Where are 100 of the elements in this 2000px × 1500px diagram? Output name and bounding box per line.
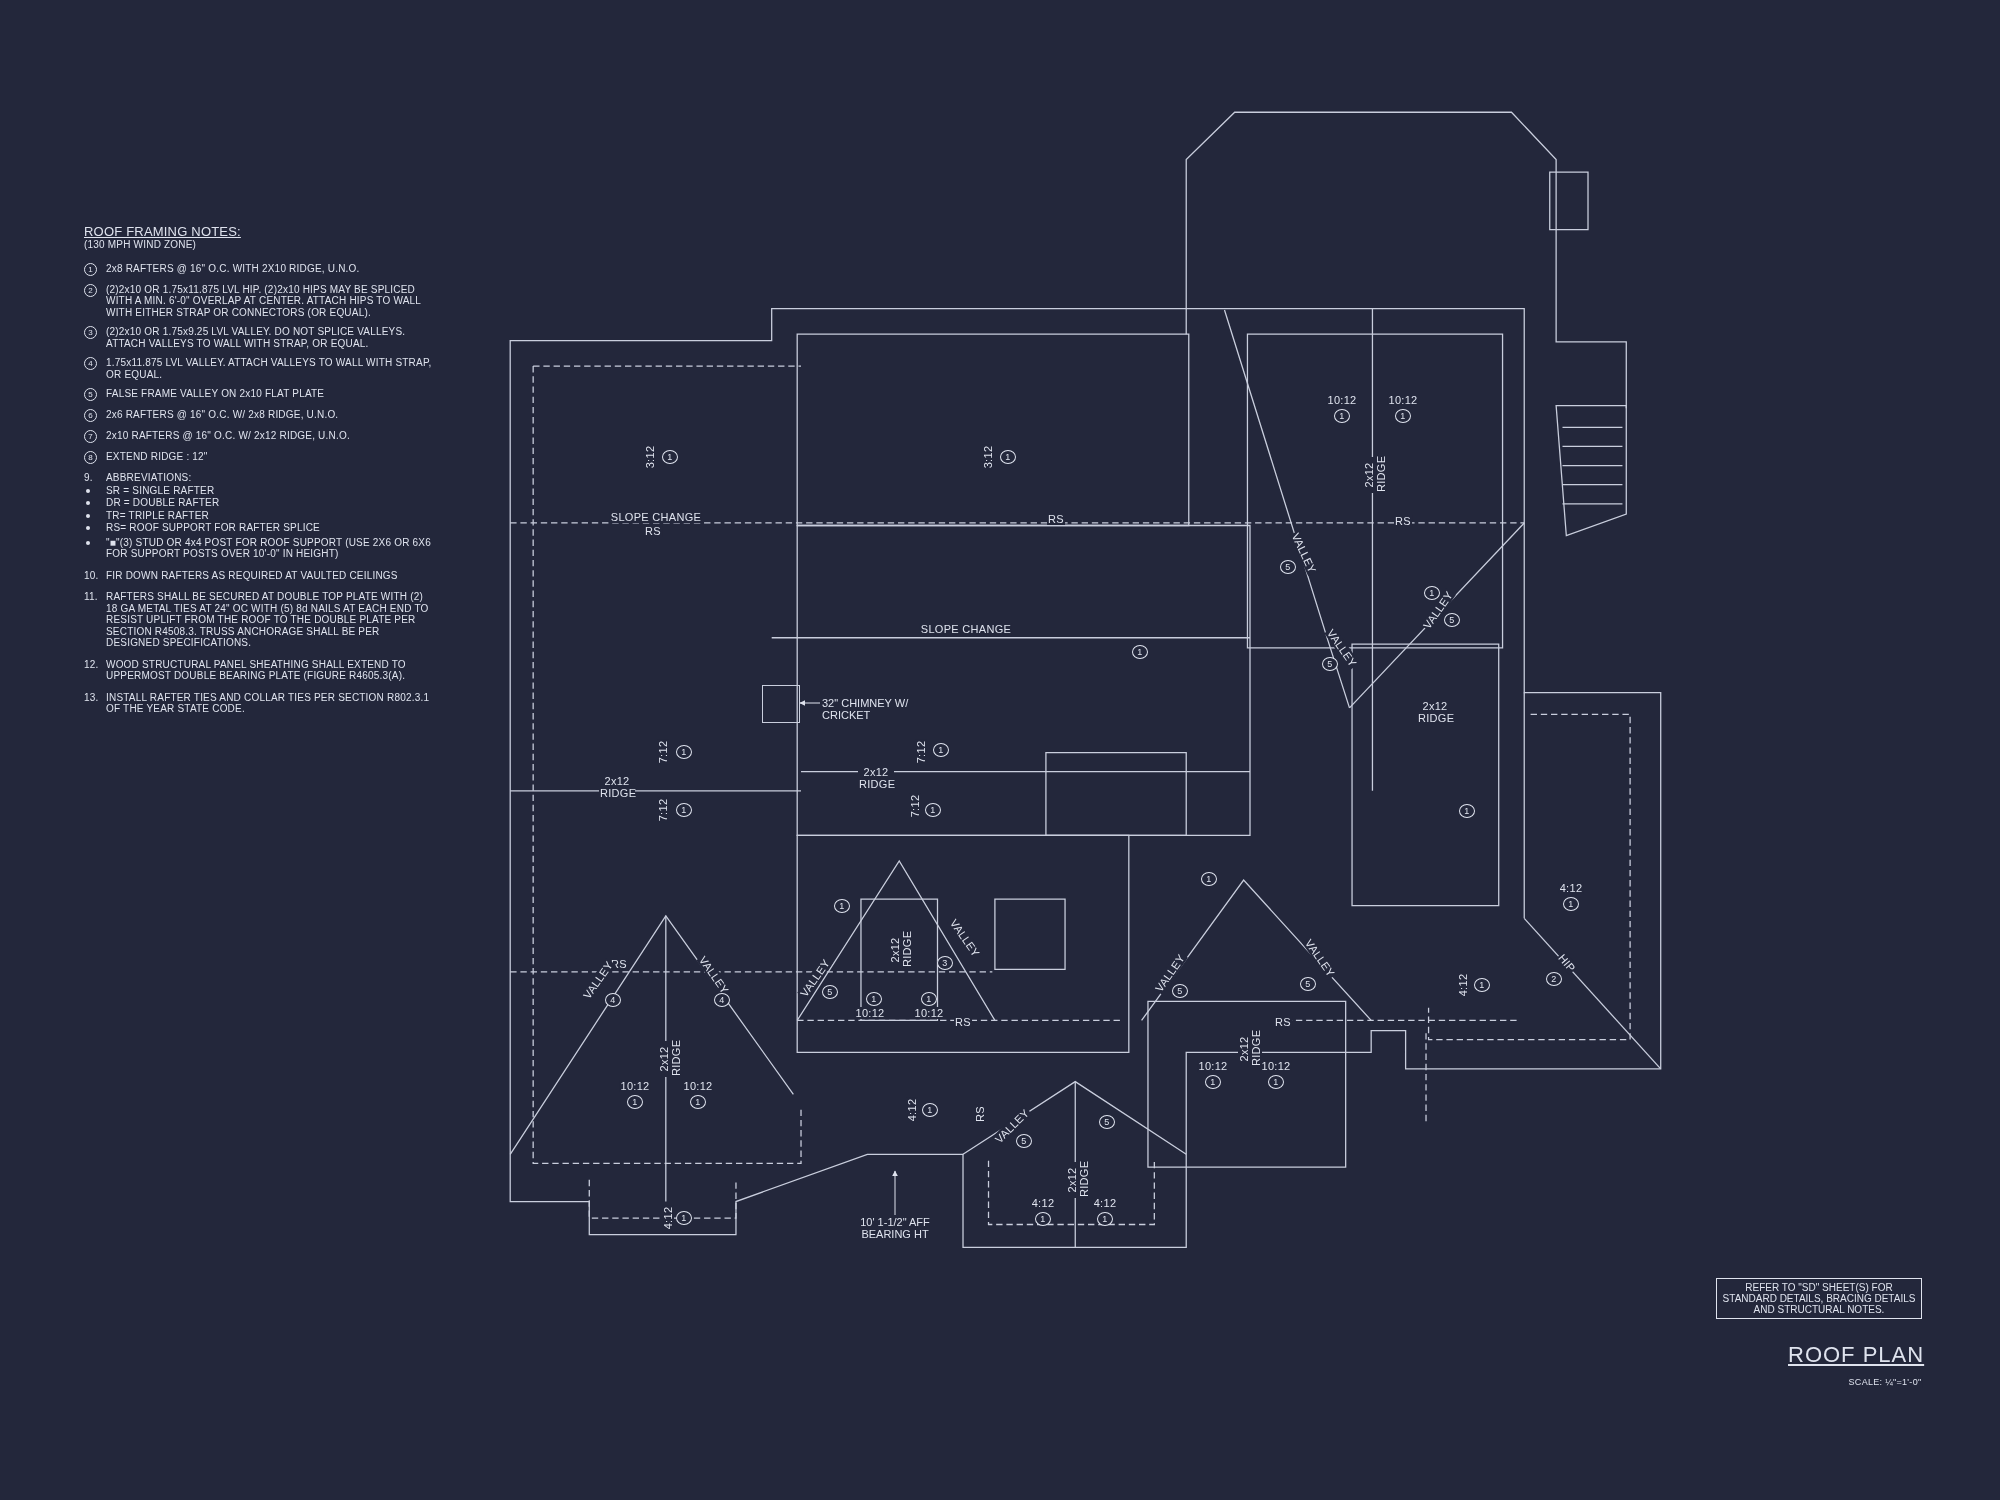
callout-number: 1 [1459, 804, 1475, 818]
ridge-label: 2x12 RIDGE [1363, 457, 1387, 493]
callout-number: 1 [1097, 1212, 1113, 1226]
callout-number: 2 [1546, 972, 1562, 986]
callout-number: 1 [1132, 645, 1148, 659]
note-text: WOOD STRUCTURAL PANEL SHEATHING SHALL EXTEND TO UPPERMOST DOUBLE BEARING PLATE (FIGURE R4605.3(A). [106, 658, 407, 682]
ridge-label: 2x12 RIDGE [658, 1041, 682, 1077]
callout-number: 4 [714, 993, 730, 1007]
roof-support-label: RS [1274, 1016, 1292, 1028]
callout-number: 1 [662, 450, 678, 464]
callout-number: 1 [925, 803, 941, 817]
roof-support-label: RS [1394, 515, 1412, 527]
callout-number: 1 [922, 1103, 938, 1117]
roof-support-label: RS [1047, 513, 1065, 525]
notes-subheading: (130 MPH WIND ZONE) [84, 239, 197, 251]
note-text: EXTEND RIDGE : 12" [106, 451, 209, 463]
roof-support-label: RS [954, 1016, 972, 1028]
callout-number: 1 [866, 992, 882, 1006]
note-number: 9. [84, 472, 94, 484]
pitch-label: 10:12 [1197, 1060, 1229, 1072]
callout-number: 4 [605, 993, 621, 1007]
callout-number: 1 [921, 992, 937, 1006]
note-text: FALSE FRAME VALLEY ON 2x10 FLAT PLATE [106, 388, 326, 400]
pitch-label: 10:12 [619, 1080, 651, 1092]
abbreviation-text: "■"(3) STUD OR 4x4 POST FOR ROOF SUPPORT (USE 2X6 OR 6X6 FOR SUPPORT POSTS OVER 10'-0" IN HEIGHT) [106, 536, 432, 560]
pitch-label: 10:12 [913, 1007, 945, 1019]
ridge-label: 2x12 RIDGE [858, 766, 894, 790]
note-text: 2x6 RAFTERS @ 16" O.C. W/ 2x8 RIDGE, U.N.O. [106, 409, 340, 421]
reference-note-box: REFER TO "SD" SHEET(S) FOR STANDARD DETAILS, BRACING DETAILS AND STRUCTURAL NOTES. [1716, 1278, 1922, 1319]
pitch-label: 4:12 [1457, 972, 1469, 998]
pitch-label: 10:12 [1260, 1060, 1292, 1072]
note-text: (2)2x10 OR 1.75x9.25 LVL VALLEY. DO NOT SPLICE VALLEYS. ATTACH VALLEYS TO WALL WITH STRAP, OR EQUAL. [106, 326, 407, 349]
bearing-height-note: 10' 1-1/2" AFF BEARING HT [846, 1216, 944, 1240]
callout-number: 1 [834, 899, 850, 913]
pitch-label: 4:12 [662, 1205, 674, 1231]
note-text: ABBREVIATIONS: [106, 472, 193, 484]
pitch-label: 4:12 [1030, 1197, 1056, 1209]
ridge-label: 2x12 RIDGE [889, 932, 913, 968]
abbreviation-text: RS= ROOF SUPPORT FOR RAFTER SPLICE [106, 522, 321, 534]
pitch-label: 4:12 [1092, 1197, 1118, 1209]
ridge-label: 2x12 RIDGE [1066, 1162, 1090, 1198]
note-text: 2x8 RAFTERS @ 16" O.C. WITH 2X10 RIDGE, U.N.O. [106, 262, 361, 274]
note-number: 11. [84, 591, 99, 603]
abbreviation-text: TR= TRIPLE RAFTER [106, 509, 210, 521]
pitch-label: 7:12 [915, 739, 927, 765]
callout-number: 1 [1395, 409, 1411, 423]
roof-support-label: RS [644, 525, 662, 537]
note-number: 12. [84, 658, 100, 670]
callout-number: 1 [933, 743, 949, 757]
slope-change-label: SLOPE CHANGE [919, 623, 1013, 635]
callout-number: 1 [690, 1095, 706, 1109]
callout-number: 1 [676, 1211, 692, 1225]
callout-number: 5 [1300, 977, 1316, 991]
callout-number: 1 [1205, 1075, 1221, 1089]
pitch-label: 10:12 [1387, 394, 1419, 406]
roof-support-label: RS [974, 1105, 986, 1123]
ridge-label: 2x12 RIDGE [1238, 1031, 1262, 1067]
drawing-title: ROOF PLAN [1788, 1342, 1925, 1368]
ridge-label: 2x12 RIDGE [599, 775, 635, 799]
callout-number: 1 [1035, 1212, 1051, 1226]
pitch-label: 3:12 [644, 444, 656, 470]
note-text: 1.75x11.875 LVL VALLEY. ATTACH VALLEYS TO WALL WITH STRAP, OR EQUAL. [106, 357, 433, 380]
callout-number: 1 [676, 745, 692, 759]
abbreviation-text: SR = SINGLE RAFTER [106, 484, 216, 496]
callout-number: 1 [1474, 978, 1490, 992]
callout-number: 3 [937, 956, 953, 970]
chimney-box [762, 685, 800, 723]
pitch-label: 10:12 [854, 1007, 886, 1019]
callout-number: 1 [1334, 409, 1350, 423]
callout-number: 1 [627, 1095, 643, 1109]
pitch-label: 7:12 [909, 793, 921, 819]
pitch-label: 4:12 [906, 1097, 918, 1123]
note-text: FIR DOWN RAFTERS AS REQUIRED AT VAULTED CEILINGS [106, 569, 399, 581]
callout-number: 5 [1099, 1115, 1115, 1129]
callout-number: 1 [1268, 1075, 1284, 1089]
note-number: 10. [84, 569, 100, 581]
callout-number: 5 [1444, 613, 1460, 627]
callout-number: 5 [822, 985, 838, 999]
pitch-label: 10:12 [682, 1080, 714, 1092]
callout-number: 1 [1563, 897, 1579, 911]
note-text: 2x10 RAFTERS @ 16" O.C. W/ 2x12 RIDGE, U.N.O. [106, 430, 351, 442]
note-text: RAFTERS SHALL BE SECURED AT DOUBLE TOP PLATE WITH (2) 18 GA METAL TIES AT 24" OC WITH (5) 8d NAILS AT EACH END TO RESIST UPLIFT FROM THE ROOF TO THE DOUBLE PLATE PER SECTION R4508.3. TRUSS ANCHORAGE SHALL BE PER DESIGNED SPECIFICATIONS. [106, 591, 430, 649]
ridge-label: 2x12 RIDGE [1417, 700, 1453, 724]
notes-heading: ROOF FRAMING NOTES: [84, 224, 241, 239]
callout-number: 5 [1280, 560, 1296, 574]
pitch-label: 10:12 [1326, 394, 1358, 406]
note-text: INSTALL RAFTER TIES AND COLLAR TIES PER SECTION R802.3.1 OF THE YEAR STATE CODE. [106, 691, 431, 715]
note-number: 13. [84, 691, 100, 703]
callout-number: 1 [676, 803, 692, 817]
note-text: (2)2x10 OR 1.75x11.875 LVL HIP. (2)2x10 HIPS MAY BE SPLICED WITH A MIN. 6'-0" OVERLAP AT CENTER. ATTACH HIPS TO WALL WITH EITHER STRAP OR CONNECTORS (OR EQUAL). [106, 283, 422, 318]
leader-arrow [799, 700, 821, 706]
scale-note: SCALE: ¼"=1'-0" [1847, 1376, 1923, 1388]
slope-change-label: SLOPE CHANGE [609, 511, 703, 523]
callout-number: 1 [1201, 872, 1217, 886]
callout-number: 1 [1000, 450, 1016, 464]
pitch-label: 7:12 [657, 797, 669, 823]
pitch-label: 7:12 [657, 739, 669, 765]
pitch-label: 3:12 [982, 444, 994, 470]
pitch-label: 4:12 [1558, 882, 1584, 894]
abbreviation-text: DR = DOUBLE RAFTER [106, 497, 221, 509]
